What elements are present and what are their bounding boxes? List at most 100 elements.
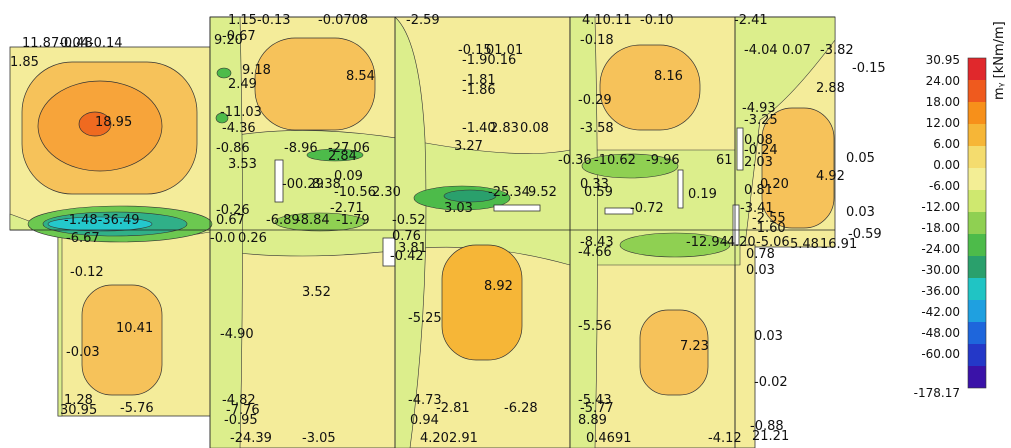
value-label: 9.20	[214, 33, 243, 48]
value-label: -8.96	[284, 141, 318, 156]
blob-top-middle	[254, 37, 376, 131]
opening-7	[677, 169, 684, 209]
value-label: 0.20	[760, 177, 789, 192]
legend-swatch	[968, 212, 986, 234]
value-label: 3.53	[228, 157, 257, 172]
legend-tick-label: -18.00	[921, 221, 960, 235]
value-label: 8.89	[578, 413, 607, 428]
value-label: -6.89	[266, 213, 300, 228]
opening-3	[493, 204, 541, 212]
value-label: -1.60	[752, 221, 786, 236]
value-label: -1.81	[462, 73, 496, 88]
legend-tick-label: 18.00	[926, 95, 960, 109]
value-label: -0.0	[210, 231, 235, 246]
value-label: 0.76	[392, 229, 421, 244]
legend-swatches	[967, 57, 987, 389]
value-label: -6.28	[504, 401, 538, 416]
value-label: -24.39	[230, 431, 272, 446]
value-label: 2.88	[816, 81, 845, 96]
value-label: 61	[716, 153, 733, 168]
value-label: -6.67	[66, 231, 100, 246]
value-label: 1.28	[64, 393, 93, 408]
value-label: -8.43	[580, 235, 614, 250]
legend-swatch	[968, 344, 986, 366]
value-label: -4.66	[578, 245, 612, 260]
value-label: -8.84	[296, 213, 330, 228]
value-label: 4.10.11	[582, 13, 632, 28]
value-label: -27.06	[328, 141, 370, 156]
value-label: -1.86	[462, 83, 496, 98]
neg-right-middle	[581, 153, 679, 179]
value-label: -0.15	[458, 43, 492, 58]
value-label: 2.03	[744, 155, 773, 170]
legend-tick-label: -36.00	[921, 284, 960, 298]
opening-1	[274, 159, 284, 203]
legend-tick-label: 30.95	[926, 53, 960, 67]
value-label: 0.07	[782, 43, 811, 58]
legend-tick-label: 24.00	[926, 74, 960, 88]
value-label: -4.12	[708, 431, 742, 446]
legend-swatch	[968, 256, 986, 278]
value-label: -25.34	[488, 185, 530, 200]
value-label: -4.82	[222, 393, 256, 408]
value-label: -5.43	[578, 393, 612, 408]
legend-swatch	[968, 146, 986, 168]
value-label: -3.25	[744, 113, 778, 128]
value-label: -5.77	[580, 401, 614, 416]
value-label: -0.67	[222, 29, 256, 44]
neg-left-inner	[47, 216, 153, 232]
value-label: 0.19	[688, 187, 717, 202]
value-label: -4.36	[222, 121, 256, 136]
legend-swatch	[968, 58, 986, 80]
low-moment-regions	[27, 67, 731, 258]
value-label: -5.76	[120, 401, 154, 416]
value-label: 0.08	[520, 121, 549, 136]
value-label: 2.84	[328, 149, 357, 164]
legend-tick-label: -30.00	[921, 263, 960, 277]
value-label: 3.52	[302, 285, 331, 300]
legend-border	[967, 57, 987, 389]
legend-swatch	[968, 300, 986, 322]
value-label: -0.18	[580, 33, 614, 48]
opening-6	[732, 204, 740, 246]
legend-tick-label: 0.00	[933, 158, 960, 172]
value-label: -1.79	[336, 213, 370, 228]
legend-swatch	[968, 366, 986, 388]
value-label: 2.83	[490, 121, 519, 136]
value-label: -9.96	[646, 153, 680, 168]
legend-tick-label: -48.00	[921, 326, 960, 340]
value-label: -2.55	[752, 211, 786, 226]
value-label: 0.78	[746, 247, 775, 262]
value-label: 0.4691	[586, 431, 632, 446]
value-label: 1.15-0.13	[228, 13, 291, 28]
value-label: 7.23	[680, 339, 709, 354]
value-label: -0.29	[578, 93, 612, 108]
value-label: -0.12	[70, 265, 104, 280]
value-label: -0.88	[750, 419, 784, 434]
value-label: -0.24	[744, 143, 778, 158]
value-label: -10.62	[594, 153, 636, 168]
value-label: -0.03	[66, 345, 100, 360]
value-label: -0.26	[216, 203, 250, 218]
walls	[274, 127, 744, 267]
legend-swatch	[968, 168, 986, 190]
legend-swatch	[968, 124, 986, 146]
value-label: -3.82	[820, 43, 854, 58]
value-label: -2.41	[734, 13, 768, 28]
value-label: 0.08	[744, 133, 773, 148]
value-label: -00.29	[282, 177, 324, 192]
value-label: 0.09	[334, 169, 363, 184]
value-label: 3.03	[444, 201, 473, 216]
value-label: 5.48	[790, 237, 819, 252]
value-label: -0.86	[216, 141, 250, 156]
value-label: 2.49	[228, 77, 257, 92]
blob-top-left-inner	[78, 111, 112, 137]
legend-swatch	[968, 234, 986, 256]
value-label: 0.26	[238, 231, 267, 246]
legend-swatch	[968, 322, 986, 344]
value-label: -4.93	[742, 101, 776, 116]
value-label: 1.85	[10, 55, 39, 70]
blob-bottom-left	[81, 284, 163, 396]
value-label: -0.15	[852, 61, 886, 76]
value-label: 8.38	[312, 177, 341, 192]
